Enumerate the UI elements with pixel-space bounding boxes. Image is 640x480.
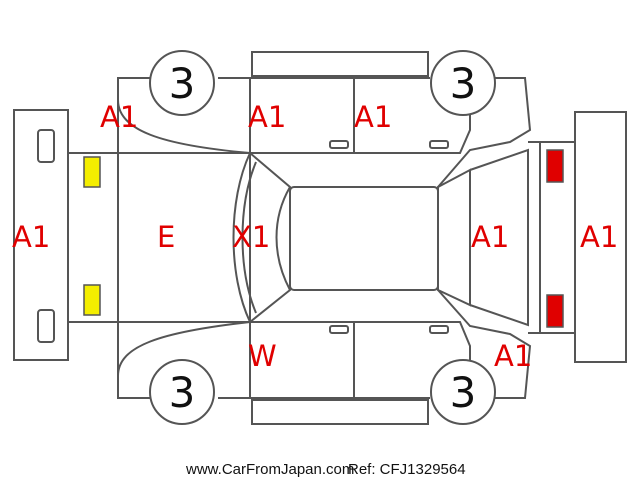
taillight-bottom [546,294,564,328]
right-side-body [117,289,532,399]
left-side-body [117,77,532,188]
mark-tailgate: A1 [471,220,509,254]
front-bumper-tab-top [37,129,55,163]
tire-front-left: 3 [149,50,215,116]
left-front-fender [117,99,251,154]
right-front-handle [329,325,349,334]
footer-site: www.CarFromJapan.com [185,461,354,478]
left-rear-handle [429,140,449,149]
tire-front-left-grade: 3 [169,59,196,108]
roof [289,186,439,291]
tire-rear-right-grade: 3 [450,368,477,417]
tire-rear-left: 3 [430,50,496,116]
tailgate [528,141,541,334]
mark-windshield: X1 [232,220,270,254]
mark-right-rear-fender: A1 [494,339,532,373]
headlight-bottom [83,284,101,316]
rear-glass [469,148,529,327]
mark-right-front-pillar: W [248,339,277,373]
taillight-top [546,149,564,183]
mark-left-front-door: A1 [248,100,286,134]
footer-ref: Ref: CFJ1329564 [348,461,466,478]
hood-panel [117,152,251,323]
left-front-handle [329,140,349,149]
headlight-top [83,156,101,188]
tire-front-right-grade: 3 [169,368,196,417]
front-bumper [13,109,69,361]
tire-front-right: 3 [149,359,215,425]
mark-left-front-fender: A1 [100,100,138,134]
right-front-fender [117,321,251,377]
rear-window [437,168,471,307]
right-roof-rail [251,399,429,425]
windshield-inner [241,161,257,314]
left-roof-rail [251,51,429,77]
mark-hood: E [157,220,175,254]
right-rear-handle [429,325,449,334]
tire-rear-right: 3 [430,359,496,425]
mark-rear-bumper: A1 [580,220,618,254]
front-bumper-tab-bottom [37,309,55,343]
mark-left-rear-door: A1 [354,100,392,134]
rear-bumper [574,111,627,363]
mark-front-bumper: A1 [12,220,50,254]
tire-rear-left-grade: 3 [450,59,477,108]
